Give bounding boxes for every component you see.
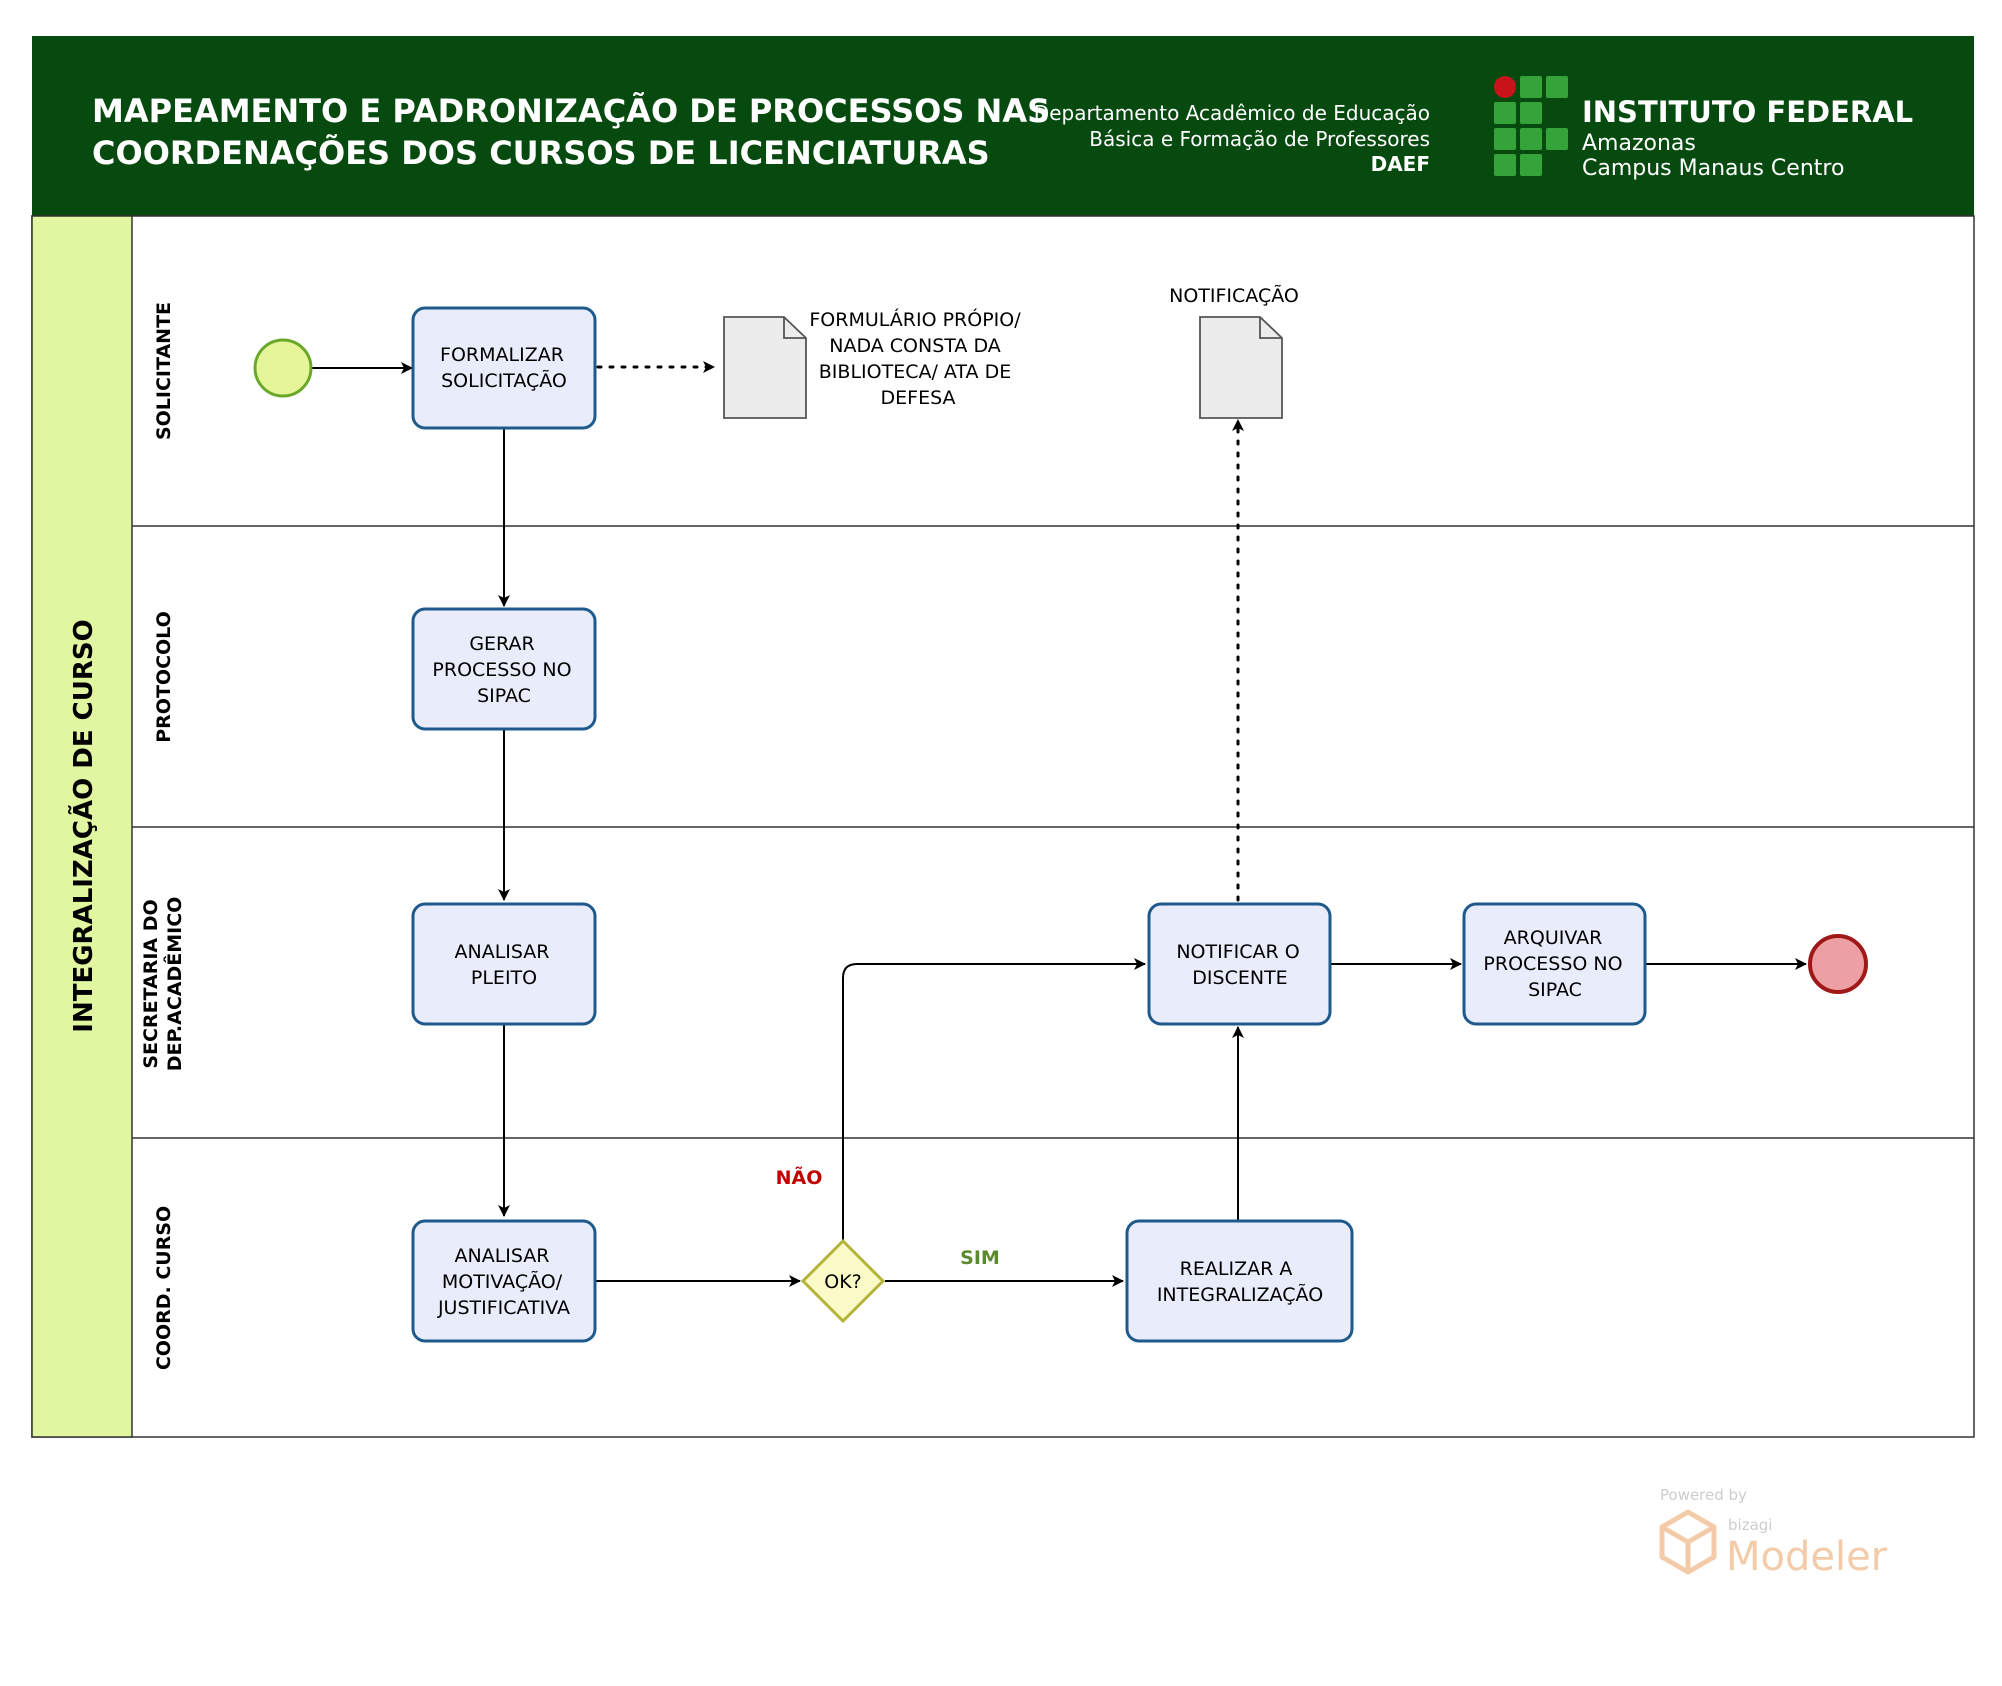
task-label: ANALISAR <box>454 1245 549 1267</box>
lane-label-protocolo: PROTOCOLO <box>153 611 175 743</box>
task-analisar-pleito[interactable]: ANALISAR PLEITO <box>411 902 597 1026</box>
dept-abbr: DAEF <box>1371 152 1430 176</box>
lane-label-secretaria-line1: SECRETARIA DO <box>140 899 162 1068</box>
pool-title: INTEGRALIZAÇÃO DE CURSO <box>67 619 99 1032</box>
data-object-label: NOTIFICAÇÃO <box>1169 284 1299 307</box>
lane-label-secretaria-line2: DEP.ACADÊMICO <box>163 897 186 1072</box>
task-realizar-integralizacao[interactable]: REALIZAR A INTEGRALIZAÇÃO <box>1125 1219 1354 1343</box>
header-bar <box>32 36 1974 216</box>
lane-label-coord-curso: COORD. CURSO <box>153 1206 175 1370</box>
task-formalizar-solicitacao[interactable]: FORMALIZAR SOLICITAÇÃO <box>411 306 597 430</box>
bizagi-watermark: Powered by bizagi Modeler <box>1659 1486 1888 1580</box>
task-label: ANALISAR <box>454 941 549 963</box>
bizagi-cube-icon <box>1659 1509 1717 1575</box>
flow-gateway-nao-to-notificar <box>842 958 1146 1241</box>
task-label: PLEITO <box>471 967 537 989</box>
data-object-label: FORMULÁRIO PRÓPIO/ <box>809 307 1021 331</box>
task-label: REALIZAR A <box>1180 1258 1293 1280</box>
watermark-powered-by: Powered by <box>1660 1486 1747 1504</box>
end-event[interactable] <box>1808 934 1868 994</box>
task-label: MOTIVAÇÃO/ <box>442 1270 563 1293</box>
institution-campus: Campus Manaus Centro <box>1582 156 1844 181</box>
start-event[interactable] <box>253 338 313 398</box>
task-arquivar-processo-sipac[interactable]: ARQUIVAR PROCESSO NO SIPAC <box>1462 902 1647 1026</box>
task-label: PROCESSO NO <box>1483 953 1622 975</box>
dept-name-line1: Departamento Acadêmico de Educação <box>1034 101 1430 125</box>
task-label: SOLICITAÇÃO <box>441 369 567 392</box>
page-title-line2: COORDENAÇÕES DOS CURSOS DE LICENCIATURAS <box>92 133 990 172</box>
pool-header <box>31 215 133 1438</box>
task-label: ARQUIVAR <box>1504 927 1603 949</box>
flow-label-nao: NÃO <box>776 1165 823 1189</box>
task-notificar-discente[interactable]: NOTIFICAR O DISCENTE <box>1147 902 1332 1026</box>
task-label: PROCESSO NO <box>432 659 571 681</box>
task-label: DISCENTE <box>1192 967 1287 989</box>
watermark-vendor: bizagi <box>1728 1516 1772 1534</box>
institution-name: INSTITUTO FEDERAL <box>1582 95 1913 129</box>
watermark-product: Modeler <box>1726 1534 1888 1580</box>
data-object-formulario[interactable] <box>723 316 807 419</box>
task-label: JUSTIFICATIVA <box>437 1297 570 1319</box>
page-title-line1: MAPEAMENTO E PADRONIZAÇÃO DE PROCESSOS N… <box>92 92 1050 130</box>
task-label: INTEGRALIZAÇÃO <box>1157 1283 1323 1306</box>
task-label: GERAR <box>469 633 534 655</box>
data-object-notificacao[interactable] <box>1199 316 1283 419</box>
gateway-ok[interactable]: OK? <box>800 1238 886 1324</box>
instituto-federal-logo <box>1494 76 1568 176</box>
lane-label-solicitante: SOLICITANTE <box>153 302 175 440</box>
gateway-label: OK? <box>824 1271 862 1293</box>
institution-state: Amazonas <box>1582 131 1696 156</box>
task-label: NOTIFICAR O <box>1176 941 1299 963</box>
data-object-label: BIBLIOTECA/ ATA DE <box>819 361 1011 383</box>
data-object-label: NADA CONSTA DA <box>829 335 1001 357</box>
task-label: SIPAC <box>1528 979 1582 1001</box>
task-label: SIPAC <box>477 685 531 707</box>
flow-label-sim: SIM <box>960 1247 1000 1269</box>
dept-name-line2: Básica e Formação de Professores <box>1089 127 1430 151</box>
task-gerar-processo-sipac[interactable]: GERAR PROCESSO NO SIPAC <box>411 607 597 731</box>
task-label: FORMALIZAR <box>440 344 564 366</box>
data-object-label: DEFESA <box>881 387 956 409</box>
task-analisar-motivacao-justificativa[interactable]: ANALISAR MOTIVAÇÃO/ JUSTIFICATIVA <box>411 1219 597 1343</box>
